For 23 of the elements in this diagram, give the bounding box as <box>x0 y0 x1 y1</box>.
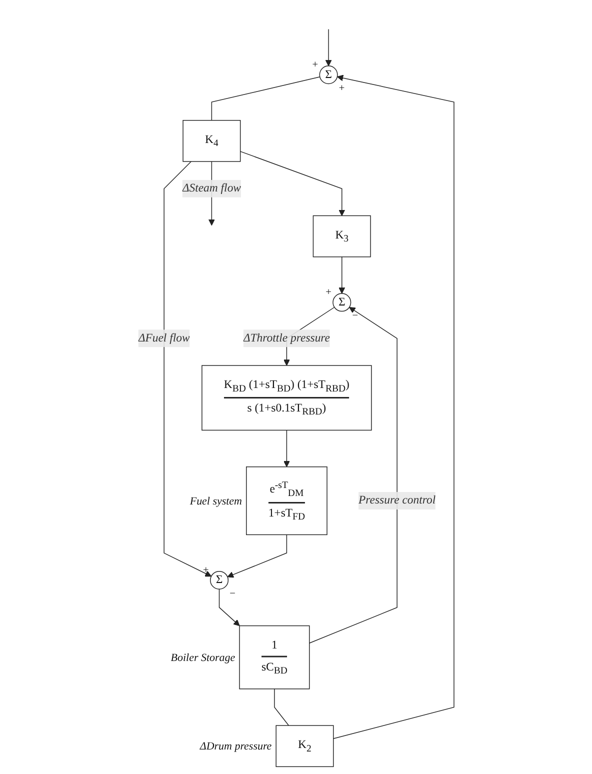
edge-label: ΔSteam flow <box>182 180 241 198</box>
transfer-function-block: K$_{BD}$ (1+sT$_{BD}$) (1+sT$_{RBD}$) s (1+s0.1sT$_{RBD}$) <box>201 365 372 431</box>
sign-label: − <box>229 588 236 600</box>
transfer-function-block: K$_{4}$ <box>182 120 241 162</box>
node-label: K$_{BD}$ (1+sT$_{BD}$) (1+sT$_{RBD}$) <box>224 378 350 394</box>
edge-label: ΔFuel flow <box>138 330 190 348</box>
summing-junction: Σ <box>319 66 338 84</box>
sign-label: + <box>312 59 318 70</box>
transfer-function-block: K$_{3}$ <box>312 215 371 258</box>
signal-label: ΔDrum pressure <box>200 740 272 753</box>
transfer-function-block: K$_{2}$ <box>276 725 334 768</box>
sign-label: − <box>352 310 358 322</box>
sign-label: + <box>202 564 209 576</box>
sign-label: + <box>338 83 345 94</box>
sign-label: + <box>326 286 332 298</box>
edge-label: Pressure control <box>358 492 436 510</box>
summing-junction: Σ <box>210 570 228 590</box>
edge-label: ΔThrottle pressure <box>243 330 330 348</box>
signal-label: Boiler Storage <box>170 652 235 664</box>
signal-label: Fuel system <box>190 495 242 508</box>
summing-junction: Σ <box>332 293 351 312</box>
node-label: s (1+s0.1sT$_{RBD}$) <box>247 402 326 418</box>
transfer-function-block: 1 sC$_{BD}$ <box>238 625 310 690</box>
